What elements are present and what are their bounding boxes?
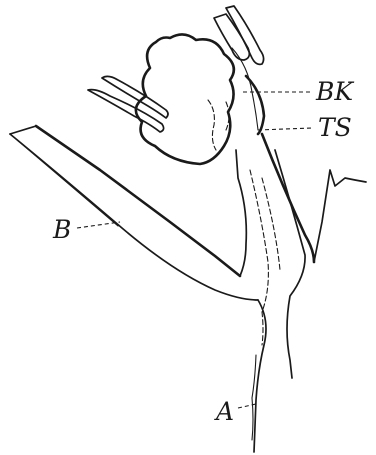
label-b: B [52,215,71,244]
label-a: A [214,397,234,426]
left-appendage [88,76,168,132]
leader-a [238,404,256,408]
bulb-mass [136,34,258,164]
leader-b [77,222,120,228]
label-bk: BK [315,77,354,106]
leader-ts [258,128,313,130]
right-wall [262,134,366,262]
label-ts: TS [318,113,352,142]
